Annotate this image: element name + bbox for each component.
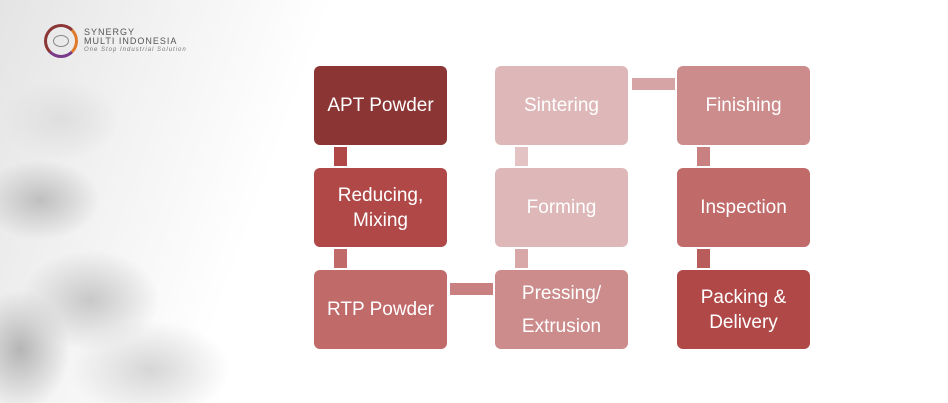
step-reducing-mixing: Reducing, Mixing — [314, 168, 447, 247]
step-label: APT Powder — [327, 95, 434, 116]
step-label: Inspection — [700, 197, 787, 218]
logo-tagline: One Stop Industrial Solution — [84, 46, 187, 53]
step-packing-delivery: Packing & Delivery — [677, 270, 810, 349]
step-sintering: Sintering — [495, 66, 628, 145]
connector-inspection-packing — [697, 249, 710, 268]
step-label: Forming — [526, 197, 597, 218]
connector-rtp-pressing — [450, 283, 493, 295]
connector-sintering-finishing — [632, 78, 675, 90]
connector-reducing-rtp — [334, 249, 347, 268]
step-label: Pressing/ Extrusion — [521, 282, 602, 337]
step-label: RTP Powder — [326, 299, 434, 320]
step-label: Finishing — [705, 95, 782, 116]
step-label: Reducing, Mixing — [337, 184, 424, 231]
step-inspection: Inspection — [677, 168, 810, 247]
step-forming: Forming — [495, 168, 628, 247]
connector-finishing-inspection — [697, 147, 710, 166]
step-rtp-powder: RTP Powder — [314, 270, 447, 349]
background-machine-parts-image — [0, 0, 330, 403]
company-logo: SYNERGY MULTI INDONESIA One Stop Industr… — [44, 24, 187, 58]
logo-emblem-icon — [44, 24, 78, 58]
step-label: Packing & Delivery — [700, 286, 787, 333]
connector-apt-reducing — [334, 147, 347, 166]
logo-line2: MULTI INDONESIA — [84, 35, 178, 46]
step-finishing: Finishing — [677, 66, 810, 145]
connector-pressing-forming — [515, 249, 528, 268]
logo-line1: SYNERGY — [84, 26, 136, 37]
step-apt-powder: APT Powder — [314, 66, 447, 145]
step-label: Sintering — [524, 95, 599, 116]
connector-forming-sintering — [515, 147, 528, 166]
step-pressing-extrusion: Pressing/ Extrusion — [495, 270, 628, 349]
